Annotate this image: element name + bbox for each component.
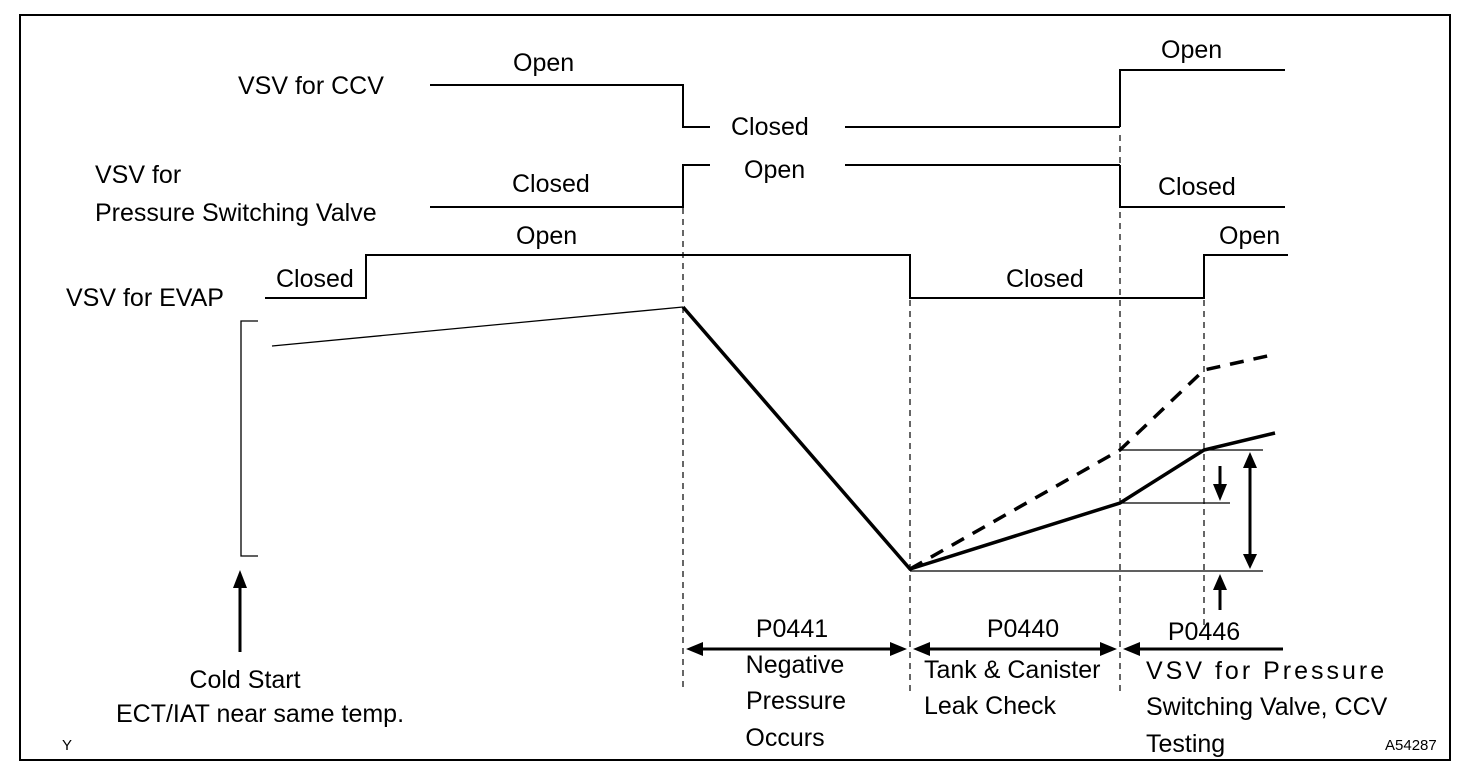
p0446-span-head-left [1123, 642, 1140, 656]
evap-signal-label: VSV for EVAP [66, 284, 224, 312]
p0441-span-head-right [890, 642, 907, 656]
p0441-desc-line3: Occurs [745, 724, 824, 752]
ccv-waveform-a [430, 84, 710, 128]
psv-state-closed-1: Closed [512, 170, 590, 198]
pressure-trace-dashed [909, 353, 1273, 571]
delta-arrow-small-head [1213, 484, 1227, 501]
p0440-code: P0440 [987, 615, 1059, 643]
ccv-state-closed: Closed [731, 113, 809, 141]
delta-arrow-large-head-top [1243, 452, 1257, 468]
cold-start-label-line1: Cold Start [189, 666, 300, 694]
evap-state-open-1: Open [516, 222, 577, 250]
delta-arrow-large-head-bottom [1243, 554, 1257, 569]
ccv-signal-label: VSV for CCV [238, 72, 384, 100]
p0441-span-head-left [686, 642, 703, 656]
p0446-code: P0446 [1168, 618, 1240, 646]
p0446-desc-line3: Testing [1146, 730, 1225, 758]
p0441-code: P0441 [756, 615, 828, 643]
p0440-span-head-right [1100, 642, 1117, 656]
figure-id: A54287 [1385, 737, 1437, 754]
cold-start-arrow-head [233, 570, 247, 588]
delta-arrow-up-head [1213, 574, 1227, 590]
p0440-desc-line1: Tank & Canister [924, 656, 1100, 684]
pressure-axis-bracket [240, 320, 258, 557]
evap-state-open-2: Open [1219, 222, 1280, 250]
cold-start-label-line2: ECT/IAT near same temp. [116, 700, 404, 728]
psv-state-open: Open [744, 156, 805, 184]
ccv-state-open-2: Open [1161, 36, 1222, 64]
p0446-desc-line2: Switching Valve, CCV [1146, 693, 1388, 721]
p0440-span-head-left [913, 642, 930, 656]
ccv-state-open-1: Open [513, 49, 574, 77]
evap-state-closed-2: Closed [1006, 265, 1084, 293]
pressure-trace-warmup [271, 306, 684, 347]
evap-waveform [265, 254, 1288, 299]
p0441-desc-line1: Negative [746, 651, 845, 679]
ccv-waveform-c [1119, 69, 1285, 127]
corner-mark: Y [62, 737, 72, 754]
evap-state-closed-1: Closed [276, 265, 354, 293]
diagram-frame [19, 14, 1451, 761]
p0440-desc-line2: Leak Check [924, 692, 1057, 720]
p0441-desc-line2: Pressure [746, 687, 846, 715]
p0446-desc-line1: VSV for Pressure [1146, 657, 1387, 685]
psv-signal-label-line1: VSV for [95, 161, 181, 189]
psv-state-closed-2: Closed [1158, 173, 1236, 201]
psv-signal-label-line2: Pressure Switching Valve [95, 199, 377, 227]
